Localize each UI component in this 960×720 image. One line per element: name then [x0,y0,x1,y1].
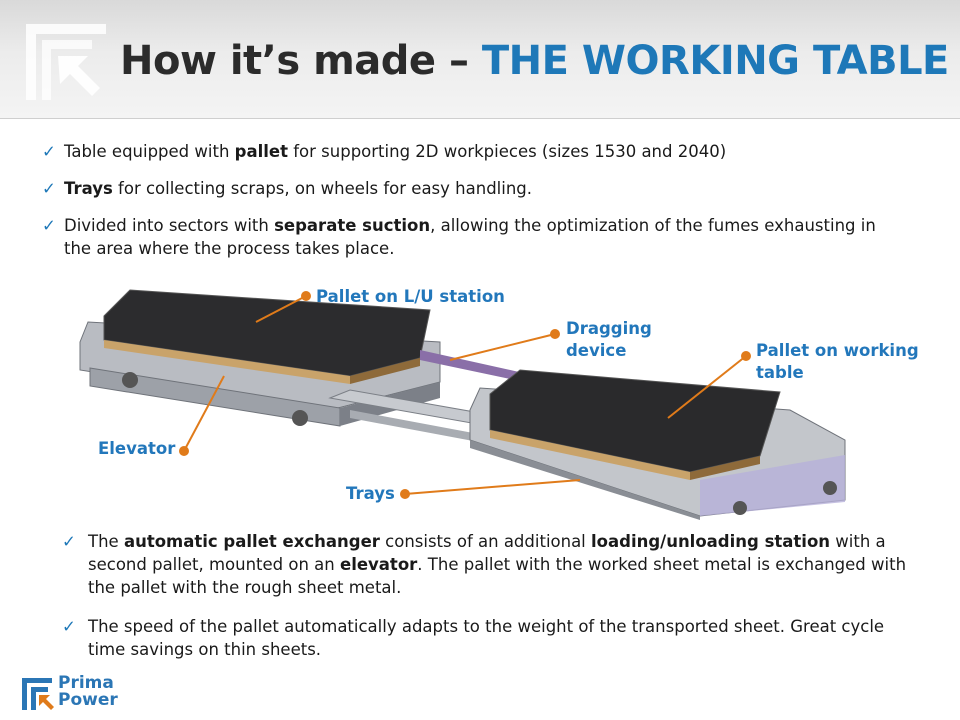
callout-pallet-working: Pallet on working table [756,340,919,384]
callout-line: Pallet on working [756,341,919,360]
rich-text: The automatic pallet exchanger consists … [88,532,906,597]
text-run: with a second pallet, mounted on an [88,532,886,574]
checkmark-icon: ✓ [62,617,76,636]
brand-line: Prima [58,673,114,693]
callout-line: Dragging [566,319,652,338]
callout-line: device [566,341,627,360]
list-item: ✓ The speed of the pallet automatically … [62,615,922,661]
brand-name: Prima Power [58,675,118,709]
rich-text: Trays for collecting scraps, on wheels f… [64,179,532,198]
feature-list: ✓ Table equipped with pallet for supporti… [40,140,890,274]
list-item: ✓ Table equipped with pallet for supporti… [40,140,890,163]
text-run: for supporting 2D workpieces (sizes 1530… [288,142,727,161]
bold-text: separate suction [274,216,431,235]
list-item: ✓ Divided into sectors with separate suct… [40,214,890,260]
callout-dragging-device: Dragging device [566,318,652,362]
text-run: for collecting scraps, on wheels for eas… [112,179,533,198]
checkmark-icon: ✓ [42,216,56,235]
text-run: Table equipped with [64,142,235,161]
rich-text: The speed of the pallet automatically ad… [88,617,884,659]
checkmark-icon: ✓ [62,532,76,551]
checkmark-icon: ✓ [42,142,56,161]
bold-text: elevator [340,555,418,574]
text-run: The [88,532,124,551]
bold-text: automatic pallet exchanger [123,532,380,551]
callout-pallet-lu: Pallet on L/U station [316,287,505,306]
checkmark-icon: ✓ [42,179,56,198]
prima-power-logo-icon [22,678,54,710]
bold-text: Trays [64,179,113,198]
page-title: How it’s made – THE WORKING TABLE [120,38,949,84]
text-run: consists of an additional [379,532,592,551]
slide-header: How it’s made – THE WORKING TABLE [0,0,960,119]
list-item: ✓ Trays for collecting scraps, on wheels … [40,177,890,200]
text-run: Divided into sectors with [64,216,275,235]
text-run: . The pallet with the worked sheet metal… [88,555,907,597]
rich-text: Table equipped with pallet for supportin… [64,142,726,161]
text-run: , allowing the optimization of the fumes… [64,216,876,258]
bold-text: loading/unloading station [591,532,831,551]
callout-trays: Trays [346,484,395,503]
callout-elevator: Elevator [98,439,176,458]
exchanger-list: ✓ The automatic pallet exchanger consist… [62,530,922,677]
bold-text: pallet [234,142,288,161]
prima-logo-icon [26,24,106,100]
list-item: ✓ The automatic pallet exchanger consist… [62,530,922,599]
callout-line: table [756,363,804,382]
working-table-illustration [79,289,846,520]
brand-line: Power [58,690,118,710]
rich-text: Divided into sectors with separate sucti… [64,216,876,258]
text-run: The speed of the pallet automatically ad… [88,617,885,659]
